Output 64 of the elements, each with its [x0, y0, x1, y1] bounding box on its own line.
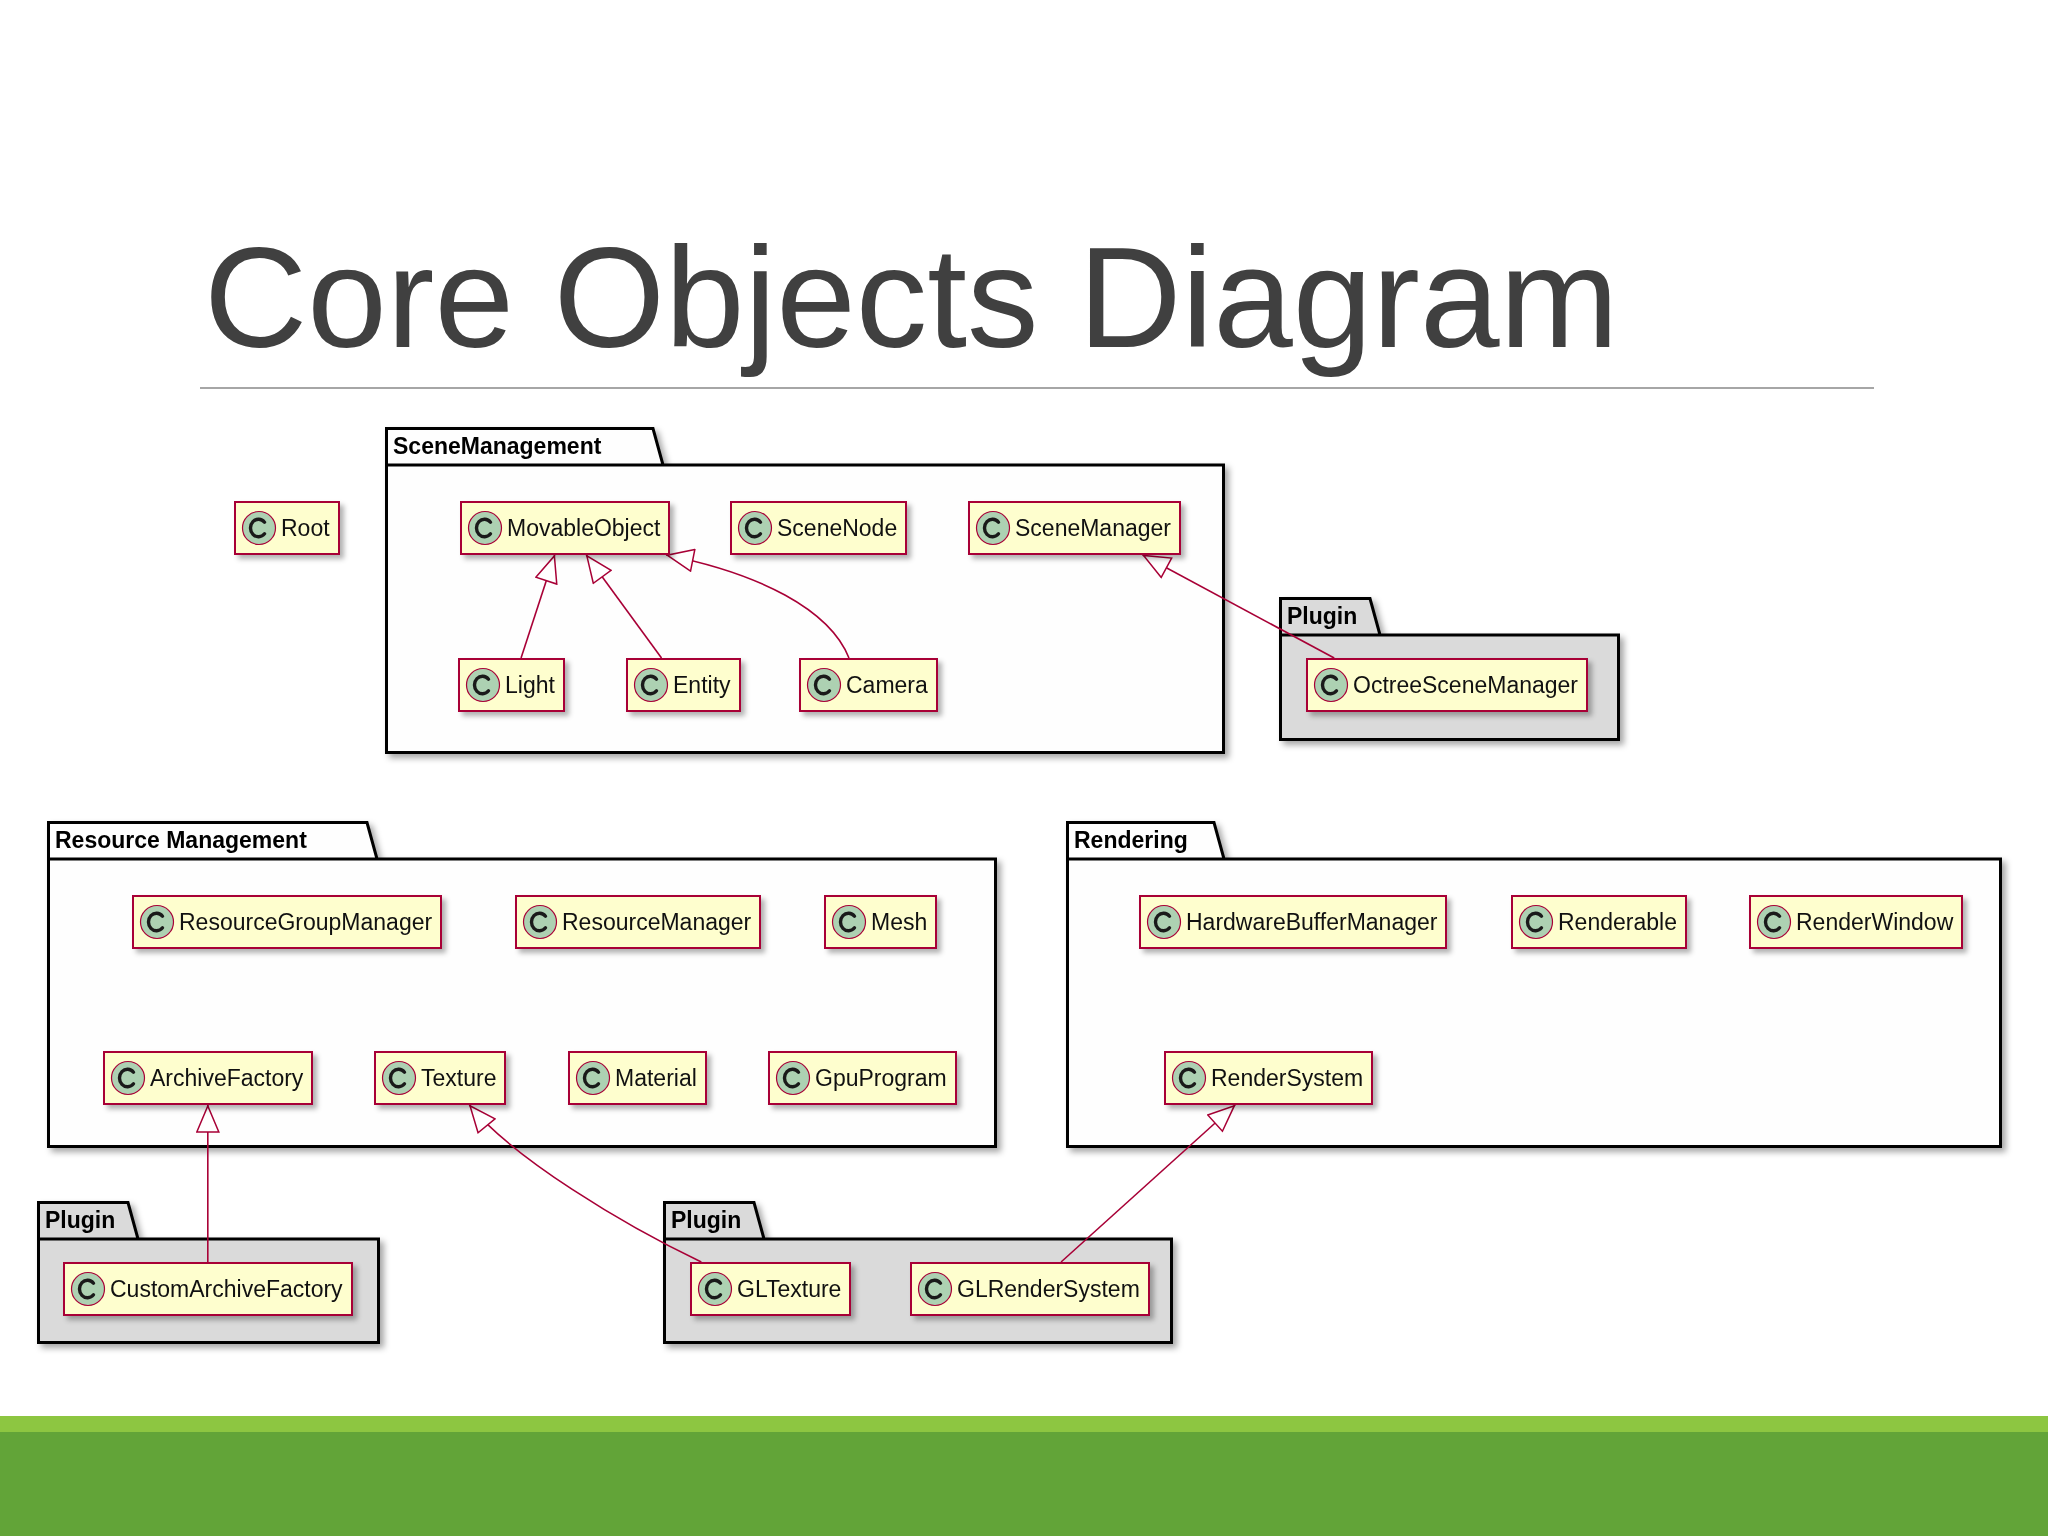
class-box: [132, 895, 443, 949]
class-box: [1139, 895, 1448, 949]
inheritance-arrow: [585, 554, 663, 659]
class-box: [799, 658, 938, 712]
package-name: Resource Management: [55, 826, 307, 854]
package-frame: [1279, 597, 1620, 741]
class-name: ResourceGroupManager: [179, 908, 433, 936]
class-name: ArchiveFactory: [150, 1064, 304, 1092]
package-name: Plugin: [45, 1206, 116, 1234]
package-frame: [1066, 821, 2002, 1148]
class-box: [234, 501, 340, 555]
class-box: [515, 895, 762, 949]
class-name: ResourceManager: [562, 908, 752, 936]
class-name: GLTexture: [737, 1275, 842, 1303]
class-name: GLRenderSystem: [957, 1275, 1140, 1303]
class-name: Entity: [673, 671, 731, 699]
class-name: Texture: [421, 1064, 497, 1092]
slide-title: Core Objects Diagram: [204, 217, 1619, 379]
class-box: [1164, 1051, 1374, 1105]
package-name: Rendering: [1074, 826, 1188, 854]
inheritance-arrow: [1141, 554, 1335, 659]
class-name: Material: [615, 1064, 697, 1092]
package-frame: [47, 821, 997, 1148]
class-name: RenderWindow: [1796, 908, 1954, 936]
package-name: Plugin: [671, 1206, 742, 1234]
class-name: SceneManager: [1015, 514, 1171, 542]
class-name: GpuProgram: [815, 1064, 947, 1092]
package-frame: [385, 427, 1225, 754]
package-frame: [37, 1201, 380, 1344]
class-box: [910, 1262, 1150, 1316]
class-name: SceneNode: [777, 514, 898, 542]
inheritance-arrow: [665, 549, 850, 659]
package-name: Plugin: [1287, 602, 1358, 630]
class-box: [103, 1051, 314, 1105]
class-name: RenderSystem: [1211, 1064, 1364, 1092]
class-box: [374, 1051, 507, 1105]
class-box: [1306, 658, 1588, 712]
class-box: [458, 658, 565, 712]
class-box: [63, 1262, 353, 1316]
package-name: SceneManagement: [393, 432, 602, 460]
package-frame: [663, 1201, 1173, 1344]
class-box: [690, 1262, 852, 1316]
class-box: [968, 501, 1181, 555]
class-name: Root: [281, 514, 330, 542]
class-name: MovableObject: [507, 514, 661, 542]
class-box: [824, 895, 938, 949]
class-box: [1749, 895, 1964, 949]
inheritance-arrow: [520, 554, 558, 659]
class-box: [626, 658, 741, 712]
class-name: CustomArchiveFactory: [110, 1275, 343, 1303]
class-name: Light: [505, 671, 555, 699]
class-name: HardwareBufferManager: [1186, 908, 1438, 936]
class-name: Camera: [846, 671, 928, 699]
inheritance-arrow: [1060, 1104, 1236, 1263]
inheritance-arrow: [468, 1104, 703, 1263]
class-box: [768, 1051, 957, 1105]
class-name: Renderable: [1558, 908, 1677, 936]
class-box: [568, 1051, 707, 1105]
class-box: [460, 501, 671, 555]
class-box: [730, 501, 908, 555]
class-name: OctreeSceneManager: [1353, 671, 1578, 699]
class-name: Mesh: [871, 908, 928, 936]
inheritance-arrow: [196, 1104, 220, 1263]
class-box: [1511, 895, 1687, 949]
